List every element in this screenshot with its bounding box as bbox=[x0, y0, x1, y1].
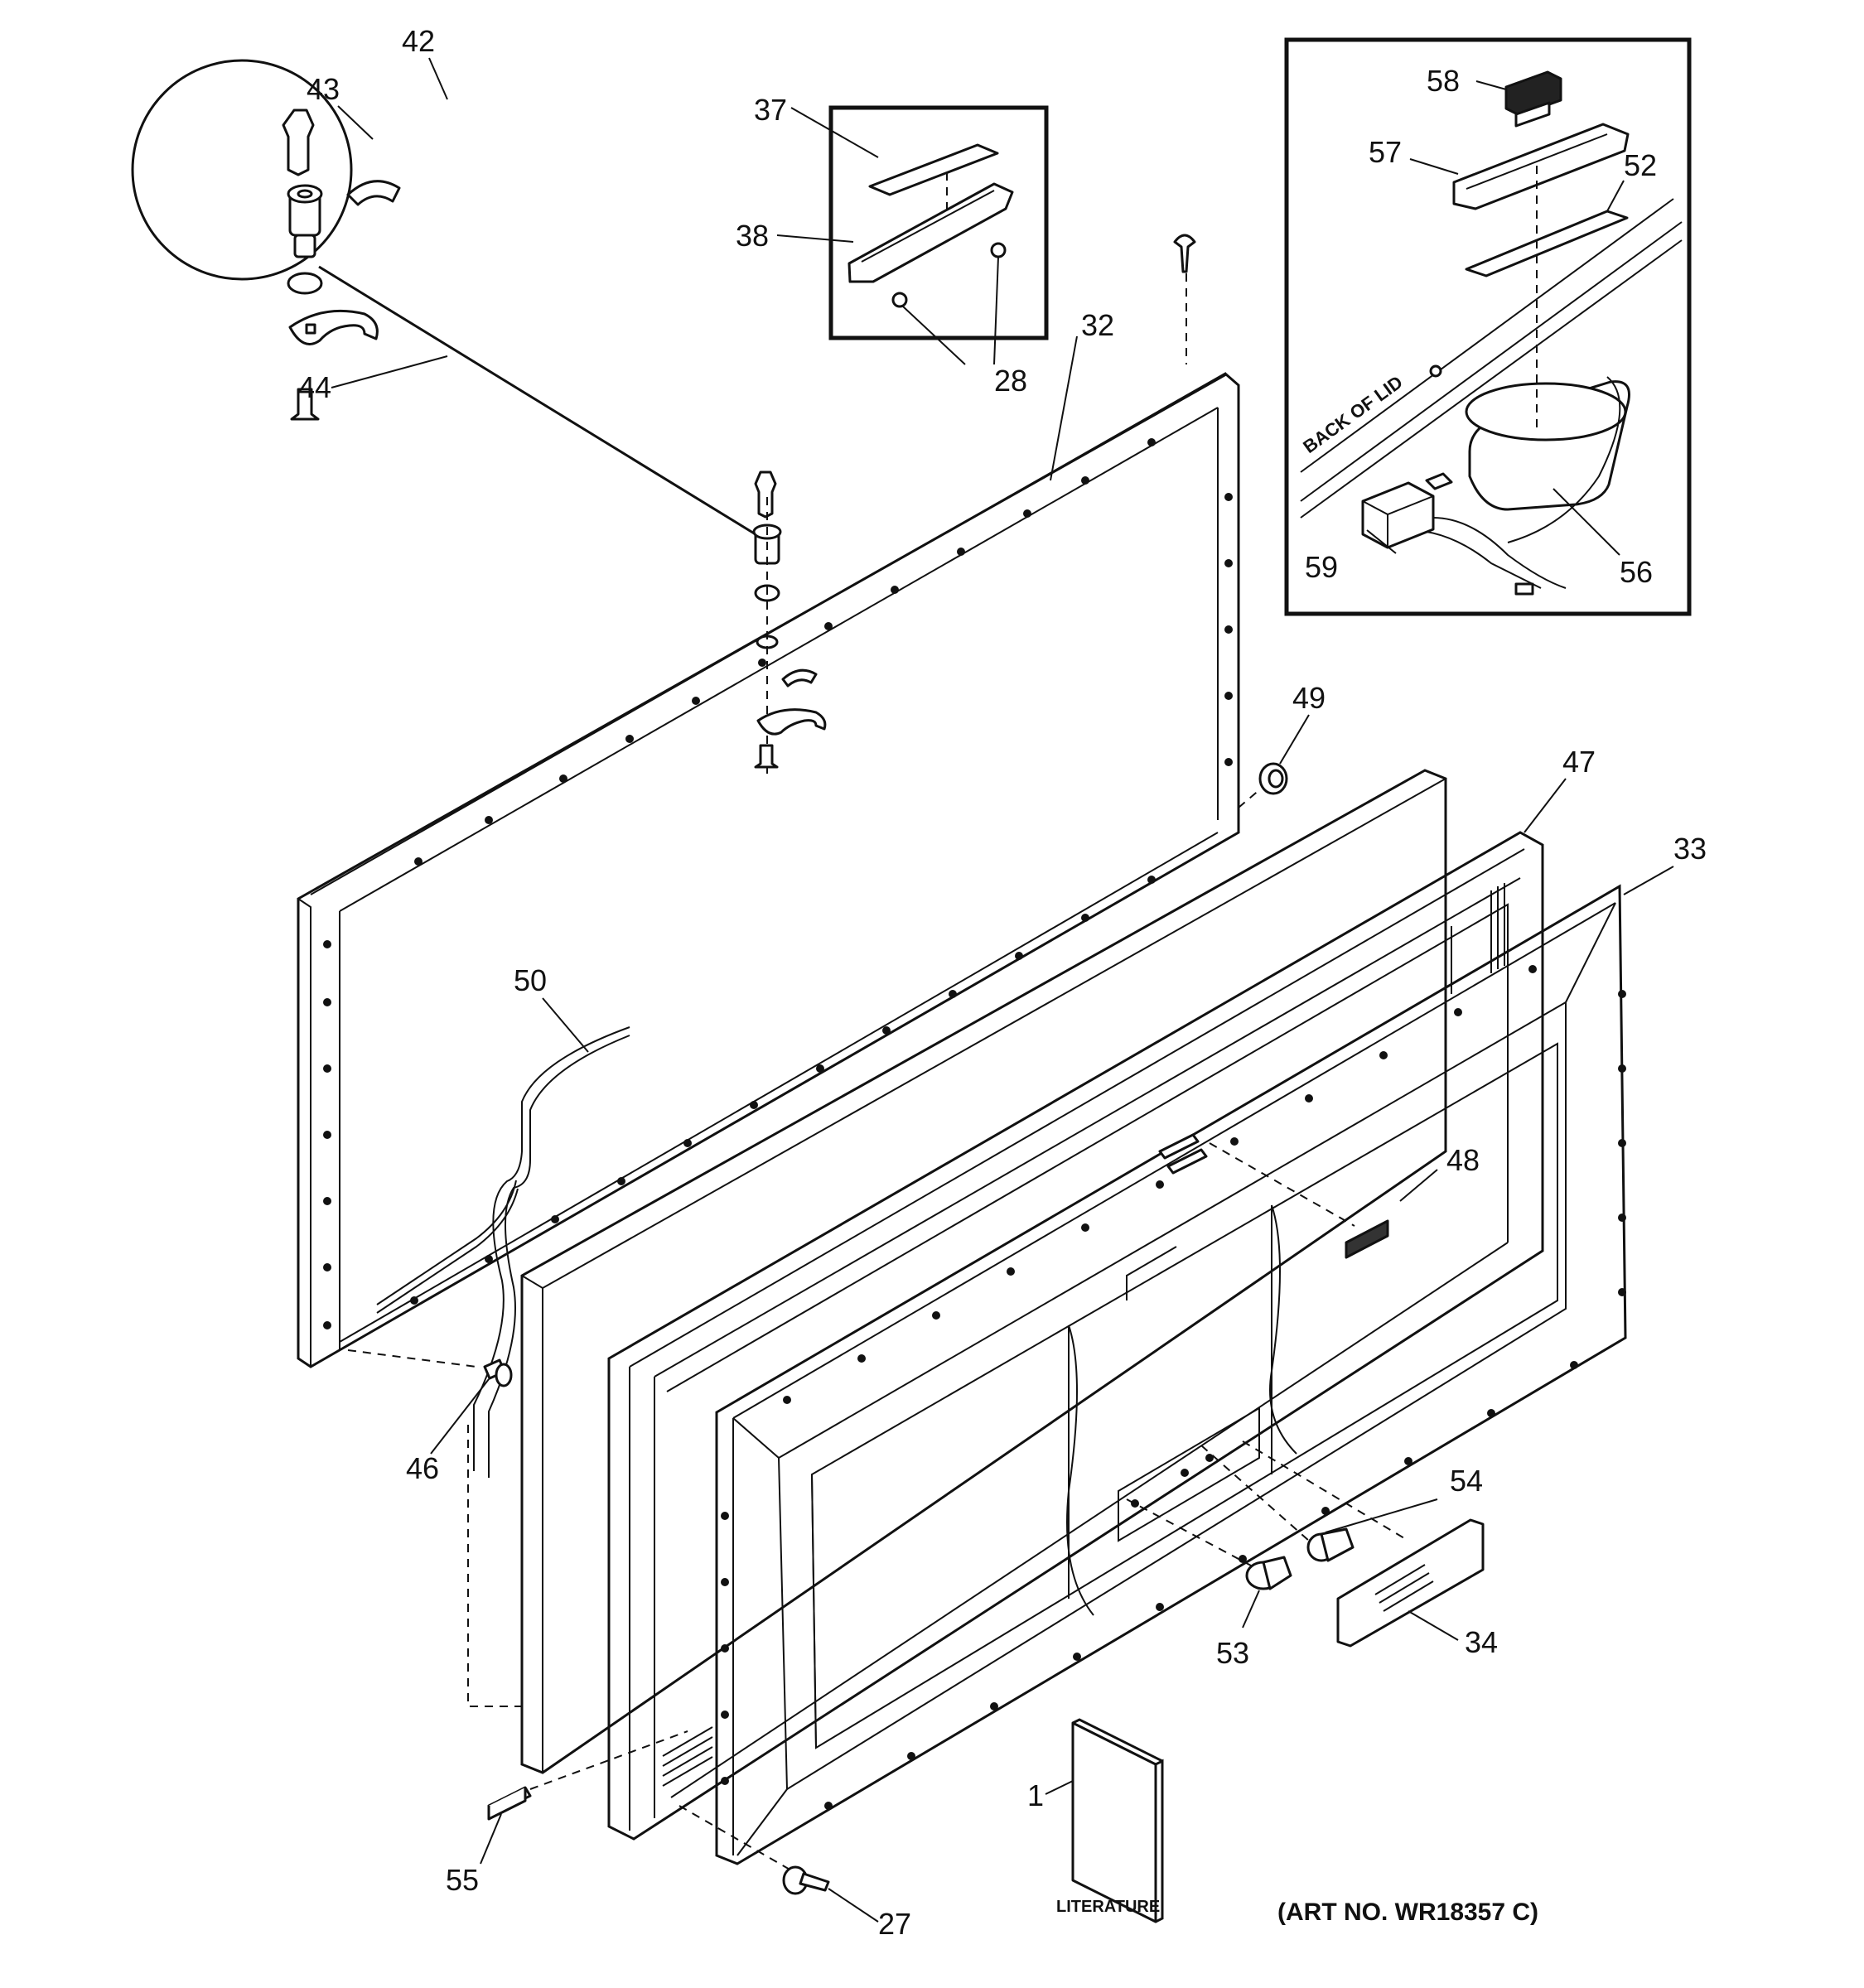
socket-block-icon bbox=[1361, 481, 1435, 549]
lock-detail-circle bbox=[131, 59, 756, 536]
art-number-label: (ART NO. WR18357 C) bbox=[1277, 1899, 1538, 1926]
screw-icon bbox=[290, 388, 320, 421]
callout-46: 46 bbox=[406, 1451, 439, 1485]
handle-insert-icon bbox=[868, 143, 999, 196]
key-icon bbox=[282, 109, 315, 176]
callout-labels: 1 27 28 32 33 34 37 38 42 43 44 46 47 48… bbox=[298, 24, 1707, 1941]
bulb-icon bbox=[1126, 1498, 1292, 1590]
callout-52: 52 bbox=[1624, 148, 1657, 182]
callout-1: 1 bbox=[1027, 1778, 1044, 1812]
lid-outer-panel bbox=[297, 372, 1288, 1478]
callout-44: 44 bbox=[298, 370, 331, 404]
switch-housing-icon bbox=[1452, 123, 1630, 210]
callout-49: 49 bbox=[1292, 681, 1326, 715]
callout-38: 38 bbox=[736, 219, 769, 253]
literature-label: LITERATURE bbox=[1056, 1898, 1160, 1916]
inner-liner bbox=[487, 884, 1627, 1895]
back-of-lid-inset bbox=[1173, 37, 1692, 616]
literature-booklet-icon bbox=[1071, 1718, 1164, 1923]
callout-43: 43 bbox=[307, 72, 340, 106]
callout-34: 34 bbox=[1465, 1625, 1498, 1659]
callout-58: 58 bbox=[1427, 64, 1460, 98]
callout-42: 42 bbox=[402, 24, 435, 58]
screw-46-icon bbox=[347, 1349, 513, 1387]
callout-56: 56 bbox=[1620, 555, 1653, 589]
callout-28: 28 bbox=[994, 364, 1027, 398]
frame-screw-holes bbox=[323, 438, 1233, 1329]
door-gasket bbox=[607, 831, 1544, 1841]
handle-detail-box bbox=[828, 105, 1049, 340]
callout-59: 59 bbox=[1305, 550, 1338, 584]
callout-50: 50 bbox=[514, 963, 547, 997]
liner-screw-holes bbox=[721, 965, 1626, 1810]
lock-cylinder-icon bbox=[287, 184, 323, 258]
callout-54: 54 bbox=[1450, 1464, 1483, 1498]
clip-48-icon bbox=[1158, 1133, 1389, 1259]
o-ring-icon bbox=[287, 272, 323, 295]
switch-icon bbox=[1504, 70, 1562, 128]
gasket-corner-pleats bbox=[662, 883, 1505, 1787]
lid-lock-assembly bbox=[752, 470, 827, 779]
callout-27: 27 bbox=[878, 1907, 911, 1941]
handle-icon bbox=[847, 182, 1014, 283]
callout-55: 55 bbox=[446, 1863, 479, 1897]
callout-32: 32 bbox=[1081, 308, 1114, 342]
callout-48: 48 bbox=[1446, 1143, 1480, 1177]
bolt-icon bbox=[1173, 234, 1196, 273]
callout-37: 37 bbox=[754, 93, 787, 127]
leader-lines bbox=[331, 57, 1674, 1923]
clip-icon bbox=[346, 180, 401, 206]
callout-57: 57 bbox=[1369, 135, 1402, 169]
back-of-lid-label: BACK OF LID bbox=[1299, 371, 1406, 457]
grommet-icon bbox=[1238, 762, 1288, 808]
callout-33: 33 bbox=[1673, 832, 1707, 866]
light-lens-icon bbox=[1242, 1440, 1485, 1648]
cam-icon bbox=[288, 309, 379, 345]
gasket-icon bbox=[1465, 210, 1629, 277]
callout-47: 47 bbox=[1562, 745, 1596, 779]
insulation-block bbox=[467, 769, 1447, 1774]
clip-55-icon bbox=[487, 1730, 688, 1821]
screw-27-icon bbox=[678, 1805, 830, 1895]
callout-53: 53 bbox=[1216, 1636, 1249, 1670]
socket-icon bbox=[1200, 1445, 1355, 1562]
wire-harness-icon bbox=[488, 1035, 630, 1478]
